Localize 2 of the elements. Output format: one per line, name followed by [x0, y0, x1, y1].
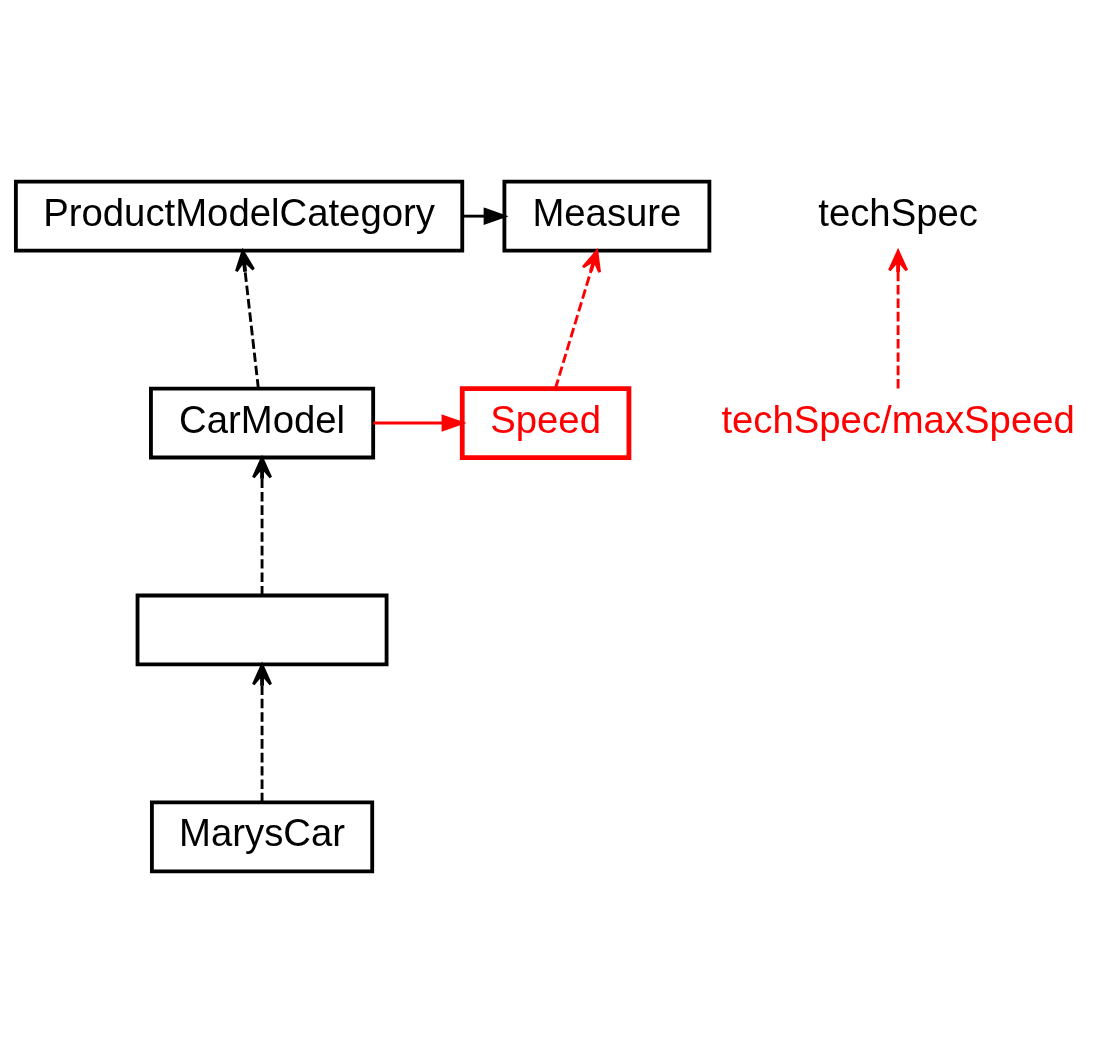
node-text: techSpec — [818, 190, 978, 234]
node-text: techSpec/maxSpeed — [721, 397, 1075, 441]
